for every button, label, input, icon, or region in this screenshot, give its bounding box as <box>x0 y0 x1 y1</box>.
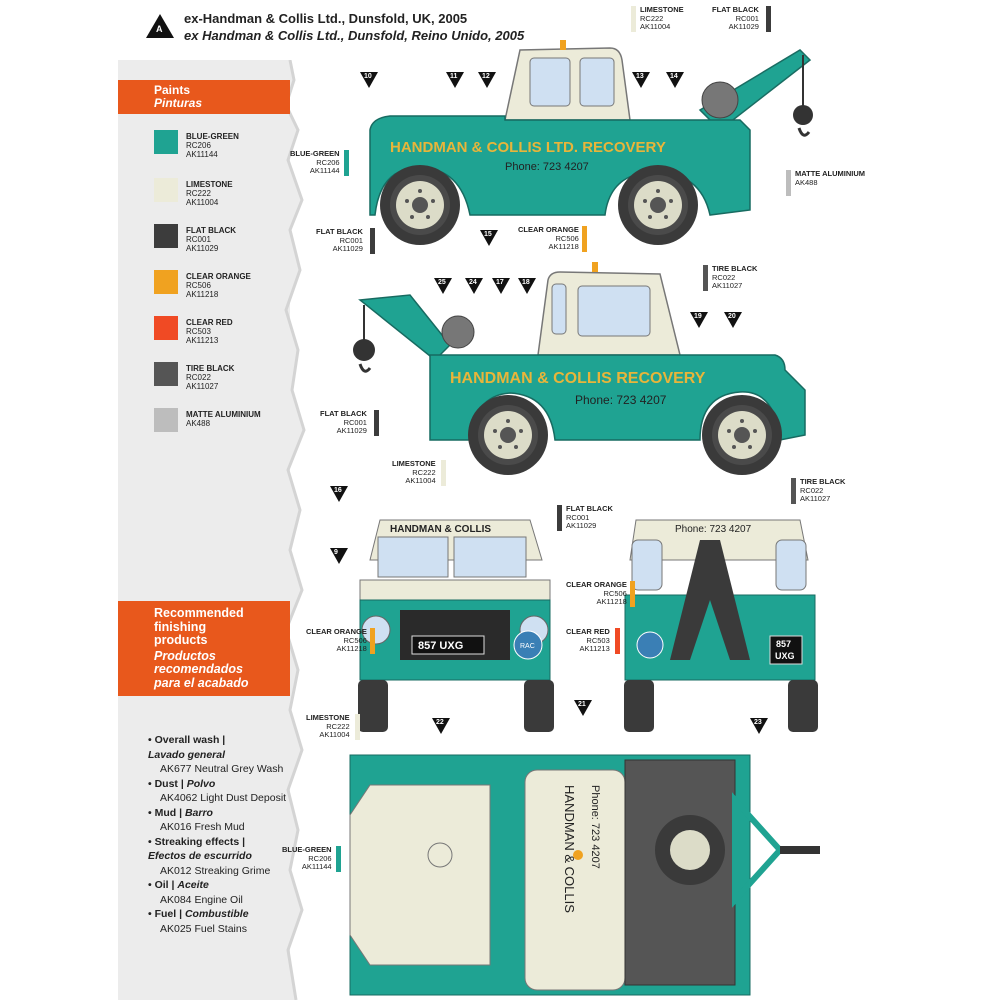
part-marker: 25 <box>434 278 452 294</box>
legend-panel <box>118 60 290 1000</box>
callout-color-bar <box>557 505 562 531</box>
paint-swatch <box>154 130 178 154</box>
part-marker: 24 <box>465 278 483 294</box>
rear-plate-line1: 857 <box>776 639 791 649</box>
paints-heading: Paints Pinturas <box>118 80 290 114</box>
finishing-heading: Recommended finishing products Productos… <box>118 601 290 696</box>
callout-color-bar <box>615 628 620 654</box>
part-marker: 16 <box>330 486 348 502</box>
callout-color-bar <box>355 714 360 740</box>
torn-edge-decoration <box>276 60 306 1000</box>
callout-color-bar <box>791 478 796 504</box>
profile-letter-badge: A <box>146 14 174 38</box>
profile-title-spanish: ex Handman & Collis Ltd., Dunsfold, Rein… <box>184 28 525 43</box>
part-marker: 15 <box>480 230 498 246</box>
top-lettering: HANDMAN & COLLIS <box>562 785 577 913</box>
top-phone: Phone: 723 4207 <box>589 785 601 869</box>
side-view-right: HANDMAN & COLLIS RECOVERY Phone: 723 420… <box>353 262 806 475</box>
front-cab-lettering: HANDMAN & COLLIS <box>390 524 491 535</box>
part-marker: 11 <box>446 72 464 88</box>
rear-phone: Phone: 723 4207 <box>675 524 752 535</box>
rear-view: Phone: 723 4207 857 UXG <box>624 519 818 732</box>
callout-color-bar <box>344 150 349 176</box>
finishing-item: • Streaking effects | Efectos de escurri… <box>148 835 271 877</box>
part-marker: 14 <box>666 72 684 88</box>
part-marker: 19 <box>690 312 708 328</box>
part-marker: 21 <box>574 700 592 716</box>
callout-color-bar <box>370 628 375 654</box>
paint-swatch <box>154 224 178 248</box>
rear-plate-line2: UXG <box>775 651 795 661</box>
callout-color-bar <box>631 6 636 32</box>
side-phone-1: Phone: 723 4207 <box>505 161 589 173</box>
callout-color-bar <box>441 460 446 486</box>
callout-color-bar <box>370 228 375 254</box>
side-lettering-2: HANDMAN & COLLIS RECOVERY <box>450 370 706 387</box>
callout-color-bar <box>703 265 708 291</box>
paint-swatch <box>154 270 178 294</box>
part-marker: 22 <box>432 718 450 734</box>
side-view-left: HANDMAN & COLLIS LTD. RECOVERY Phone: 72… <box>369 40 813 245</box>
paint-swatch <box>154 178 178 202</box>
callout-color-bar <box>786 170 791 196</box>
callout-color-bar <box>336 846 341 872</box>
part-marker: 17 <box>492 278 510 294</box>
front-view: HANDMAN & COLLIS 857 UXG RAC <box>358 519 554 732</box>
front-plate: 857 UXG <box>418 640 463 652</box>
front-rac-badge: RAC <box>520 643 535 650</box>
part-marker: 20 <box>724 312 742 328</box>
profile-title-english: ex-Handman & Collis Ltd., Dunsfold, UK, … <box>184 11 468 26</box>
part-marker: 18 <box>518 278 536 294</box>
callout-color-bar <box>766 6 771 32</box>
part-marker: 23 <box>750 718 768 734</box>
part-marker: 9 <box>330 548 348 564</box>
part-marker: 12 <box>478 72 496 88</box>
paint-swatch <box>154 408 178 432</box>
side-lettering-1: HANDMAN & COLLIS LTD. RECOVERY <box>390 139 666 156</box>
part-marker: 13 <box>632 72 650 88</box>
callout-color-bar <box>582 226 587 252</box>
paint-swatch <box>154 316 178 340</box>
part-marker: 10 <box>360 72 378 88</box>
side-phone-2: Phone: 723 4207 <box>575 393 667 407</box>
callout-color-bar <box>630 581 635 607</box>
callout-color-bar <box>374 410 379 436</box>
vehicle-illustrations: HANDMAN & COLLIS LTD. RECOVERY Phone: 72… <box>349 40 820 996</box>
top-view: HANDMAN & COLLIS Phone: 723 4207 <box>349 754 820 996</box>
paint-swatch <box>154 362 178 386</box>
